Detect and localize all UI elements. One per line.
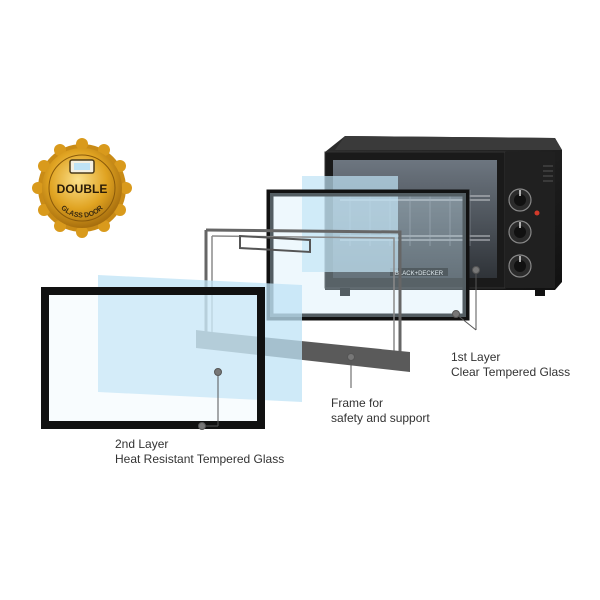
second-layer-glass: [45, 275, 302, 425]
indicator-light: [535, 211, 540, 216]
callout-frame-desc: safety and support: [331, 411, 430, 426]
callout-first-layer-desc: Clear Tempered Glass: [451, 365, 570, 380]
callout-second-layer: 2nd Layer Heat Resistant Tempered Glass: [115, 437, 284, 467]
callout-frame-title: Frame for: [331, 396, 430, 411]
double-glass-door-badge: DOUBLE GLASS DOOR: [32, 138, 132, 238]
callout-frame: Frame for safety and support: [331, 396, 430, 426]
callout-second-layer-title: 2nd Layer: [115, 437, 284, 452]
callout-first-layer: 1st Layer Clear Tempered Glass: [451, 350, 570, 380]
callout-second-layer-desc: Heat Resistant Tempered Glass: [115, 452, 284, 467]
callout-first-layer-title: 1st Layer: [451, 350, 570, 365]
badge-line1: DOUBLE: [57, 182, 108, 196]
